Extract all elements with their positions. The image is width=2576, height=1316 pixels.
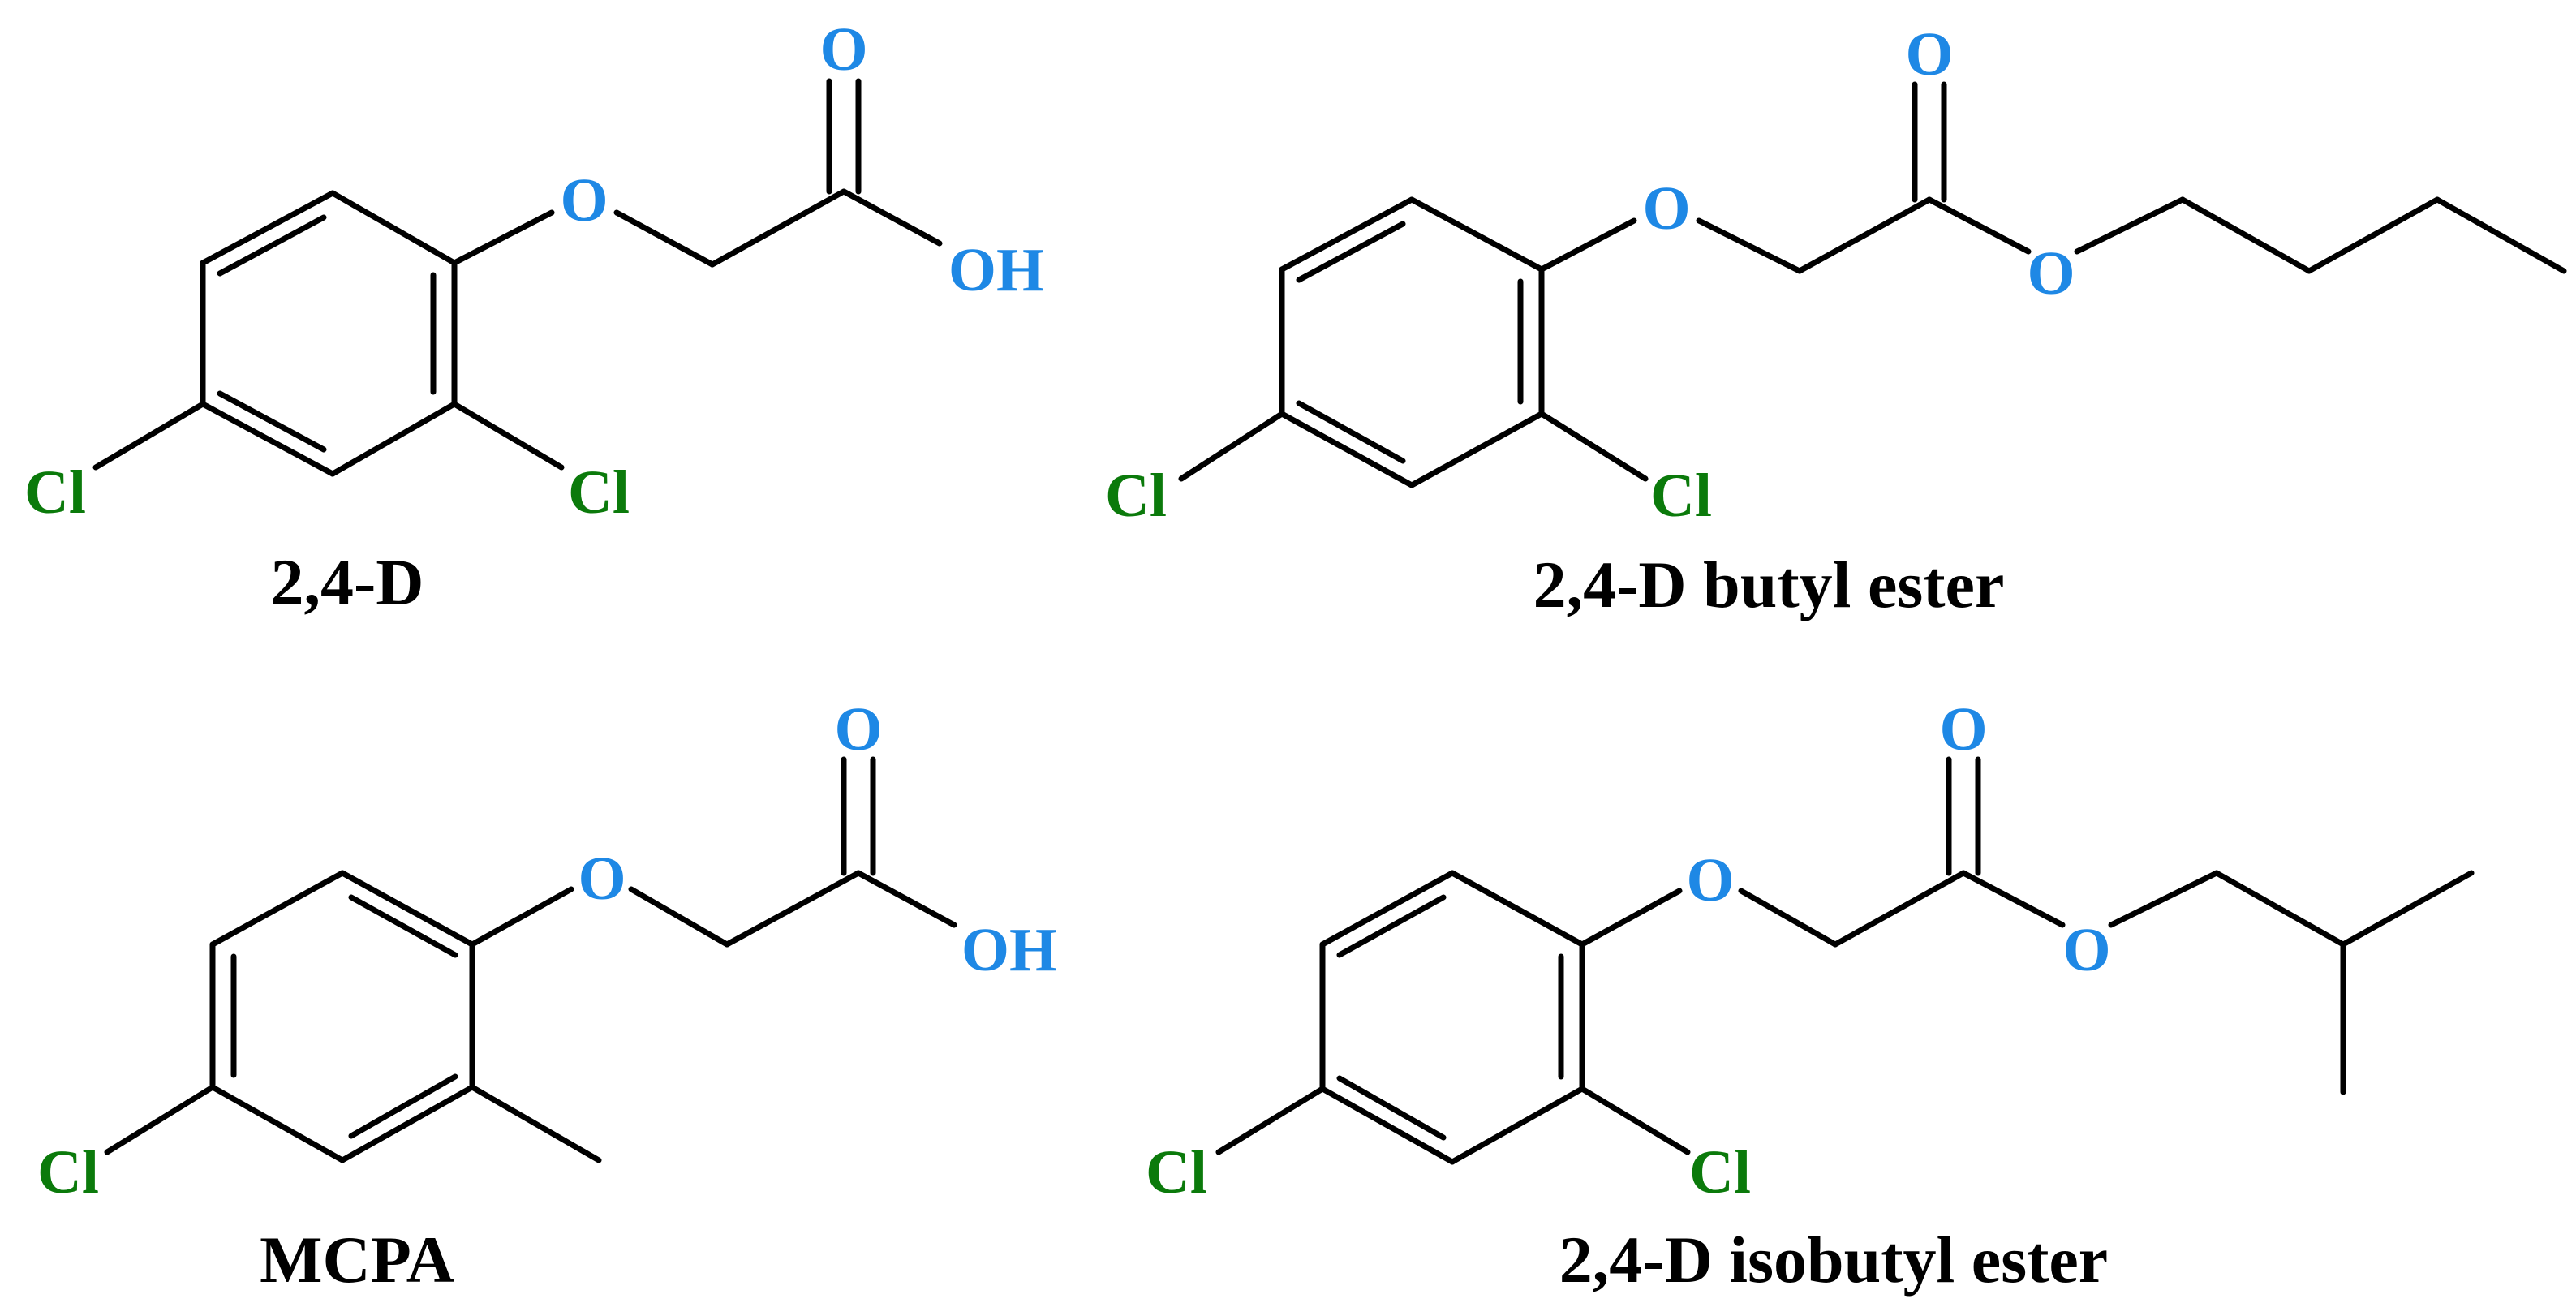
molecule-2-4-d: O O OH Cl Cl 2,4-D — [24, 15, 1044, 619]
chlorine-atom-2: Cl — [568, 458, 630, 527]
bonds-2-4-d — [92, 78, 943, 477]
oxygen-atom-carbonyl: O — [819, 15, 867, 84]
chlorine-atom-4: Cl — [24, 458, 86, 527]
oxygen-atom-ester: O — [2062, 916, 2110, 984]
bonds-2-4-d-isobutyl-ester — [1215, 756, 2475, 1165]
oxygen-atom-ether: O — [1686, 846, 1734, 914]
molecule-caption: MCPA — [260, 1223, 454, 1297]
hydroxyl-group: OH — [961, 916, 1057, 984]
oxygen-atom-ester: O — [2027, 239, 2075, 307]
oxygen-atom-ether: O — [578, 845, 626, 913]
molecule-2-4-d-butyl-ester: O O O Cl Cl 2,4-D butyl ester — [1105, 20, 2567, 621]
chlorine-atom-2: Cl — [1689, 1138, 1751, 1206]
oxygen-atom-ether: O — [560, 166, 608, 234]
molecule-2-4-d-isobutyl-ester: O O O Cl Cl 2,4-D isobutyl ester — [1146, 695, 2475, 1297]
molecule-caption: 2,4-D butyl ester — [1533, 548, 2005, 621]
oxygen-atom-carbonyl: O — [1905, 20, 1953, 88]
oxygen-atom-carbonyl: O — [834, 695, 882, 763]
chlorine-atom-2: Cl — [1650, 462, 1712, 530]
molecule-caption: 2,4-D — [270, 545, 424, 619]
chlorine-atom-4: Cl — [1105, 462, 1167, 530]
chlorine-atom-4: Cl — [37, 1138, 99, 1206]
bonds-mcpa — [104, 756, 957, 1163]
molecule-caption: 2,4-D isobutyl ester — [1559, 1223, 2108, 1297]
bonds-2-4-d-butyl-ester — [1178, 81, 2567, 488]
oxygen-atom-ether: O — [1642, 174, 1690, 243]
chlorine-atom-4: Cl — [1146, 1138, 1207, 1206]
hydroxyl-group: OH — [948, 236, 1044, 304]
oxygen-atom-carbonyl: O — [1939, 695, 1987, 763]
molecule-mcpa: O O OH Cl MCPA — [37, 695, 1057, 1297]
